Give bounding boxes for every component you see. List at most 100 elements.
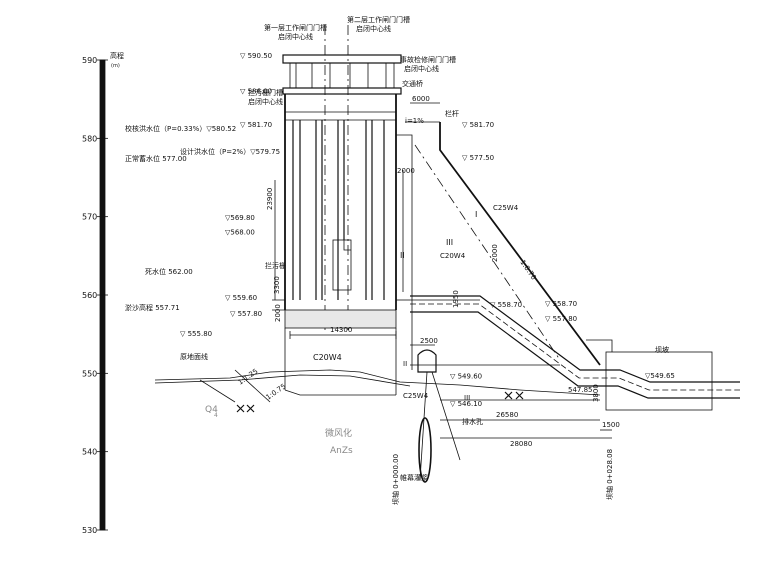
label-soil: Q4: [205, 405, 218, 415]
scale-unit: (m): [111, 63, 120, 69]
label-zone3: III: [446, 238, 453, 247]
level-marks: ▽ 590.50▽ 586.00▽ 581.70▽ 581.70▽ 577.50…: [180, 52, 675, 408]
grout-curtain-line: [419, 371, 428, 481]
level-590-50: ▽ 590.50: [240, 52, 272, 60]
wl-sediment: 淤沙高程 557.71: [125, 303, 180, 312]
deck-581: [285, 111, 396, 121]
level-577-50: ▽ 577.50: [462, 154, 494, 162]
label-bridge: 交通桥: [402, 79, 423, 88]
scale-tick-label: 590: [82, 56, 97, 65]
dim-2000b: 2000: [274, 304, 282, 322]
level-558-70-b: ▽ 558.70: [545, 300, 577, 308]
conduit-center: [410, 303, 740, 391]
label-trash-rack-b: 启闭中心线: [248, 97, 283, 106]
conduit-bottom: [410, 311, 740, 399]
wl-dead: 死水位 562.00: [145, 267, 193, 276]
grout-curtain: [418, 417, 432, 483]
dim-1950: 1950: [452, 290, 460, 308]
level-557-80-b: ▽ 557.80: [545, 315, 577, 323]
label-zone2: II: [400, 251, 405, 260]
scale-tick-label: 570: [82, 213, 97, 222]
dimension-lines: [274, 102, 612, 439]
level-586-00: ▽ 586.00: [240, 87, 272, 95]
gate-slots: [292, 120, 385, 300]
rock-cross-left: [236, 404, 255, 413]
outlet-structure: [605, 351, 713, 411]
label-slope-bot: 1:0.75: [265, 382, 288, 401]
foundation-lines: [410, 364, 600, 401]
label-zone5: III: [464, 394, 470, 402]
excavation-slope-bot: [234, 369, 271, 403]
label-zone1: I: [475, 210, 477, 219]
label-conc-c25: C25W4: [493, 204, 519, 212]
label-grout: 帷幕灌浆: [400, 473, 428, 482]
label-gate1: 第一层工作闸门门槽: [264, 23, 327, 32]
intake-tower: [272, 25, 402, 396]
label-conc-c25c: C25W4: [403, 392, 429, 400]
ground-line-2: [154, 374, 411, 387]
label-conc-c20b: C20W4: [313, 353, 342, 362]
dam-slope-downstream: [439, 122, 601, 366]
hoist-room: [289, 62, 395, 89]
label-ground-line: 原地面线: [180, 352, 208, 361]
label-drain: 排水孔: [462, 417, 483, 426]
label-gate1b: 启闭中心线: [278, 32, 313, 41]
outlet-conduit: [410, 295, 740, 411]
label-embankment: 坝坡: [655, 345, 669, 354]
level-568-00: ▽568.00: [225, 228, 255, 236]
label-weathering: 微风化: [325, 427, 352, 439]
gallery: [417, 349, 437, 373]
conduit-top: [410, 295, 740, 383]
label-slope-i: i=1%: [405, 117, 424, 125]
level-555-80: ▽ 555.80: [180, 330, 212, 338]
label-axis-left: 坝轴 0+000.00: [391, 454, 400, 505]
dim-2000: 2000: [397, 167, 415, 175]
foundation-bottom: [284, 389, 396, 396]
level-569-80: ▽569.80: [225, 214, 255, 222]
dim-3300: 3300: [273, 276, 281, 294]
label-slope-top: 1:1.25: [237, 367, 260, 386]
scale-segment: [100, 60, 105, 139]
label-trash-rack-slot: 拦污栅: [265, 261, 286, 270]
wl-design: 设计洪水位（P=2%）▽579.75: [180, 147, 280, 156]
scale-segment: [100, 216, 105, 295]
level-549-60: ▽ 549.60: [450, 372, 482, 380]
dim-3800: 3800: [592, 384, 600, 402]
scale-segment: [100, 373, 105, 452]
dim-2500: 2500: [420, 337, 438, 345]
rock-cross-right: [504, 391, 524, 400]
excavation-slope-top: [199, 379, 236, 403]
scale-tick-label: 540: [82, 448, 97, 457]
label-service-gate: 事故检修闸门门槽: [400, 55, 456, 64]
level-547-85: 547.85: [568, 386, 593, 394]
annotations: 第一层工作闸门门槽 启闭中心线 第二层工作闸门门槽 启闭中心线 事故检修闸门门槽…: [125, 15, 669, 505]
dim-2000c: 2000: [491, 244, 499, 262]
level-581-70-left: ▽ 581.70: [240, 121, 272, 129]
level-558-70-a: ▽ 558.70: [490, 301, 522, 309]
outlet-wall: [586, 339, 613, 352]
dim-26580: 26580: [496, 411, 518, 419]
tower-foundation: [284, 328, 397, 395]
scale-segment: [100, 451, 105, 530]
dim-26580-line: [440, 419, 612, 439]
dim-1500: 1500: [602, 421, 620, 429]
dim-28080: 28080: [510, 440, 532, 448]
ground: [154, 369, 601, 413]
hoist-room-roof: [282, 54, 402, 64]
gate-chamber: [332, 239, 352, 291]
dim-6000: 6000: [412, 95, 430, 103]
label-conc-c20: C20W4: [440, 252, 466, 260]
grouting-gallery: [417, 349, 461, 483]
label-slope-dam: 1:0.70: [518, 259, 537, 282]
label-soil-sub: 4: [214, 412, 218, 419]
label-trash-rack: 拦污栅门槽: [248, 88, 283, 97]
trash-rack-beam: [272, 299, 285, 311]
core-wall: [396, 134, 413, 370]
level-557-80-a: ▽ 557.80: [230, 310, 262, 318]
scale-segments: [100, 60, 105, 530]
scale-segment: [100, 295, 105, 374]
label-railing: 栏杆: [445, 109, 459, 118]
